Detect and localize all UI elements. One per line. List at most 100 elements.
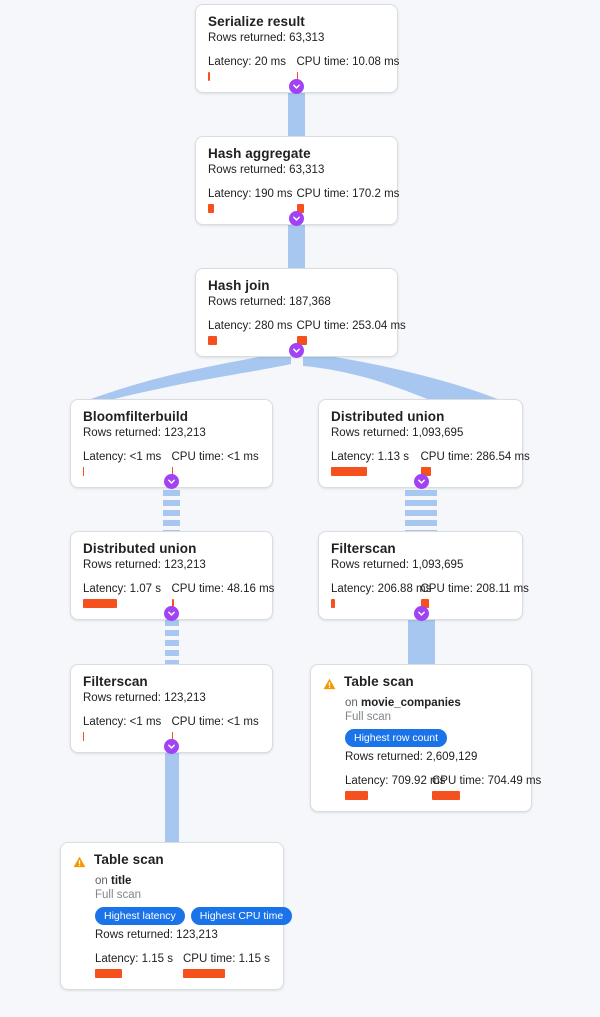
node-title: Hash aggregate <box>208 146 311 161</box>
latency-metric: Latency: 280 ms <box>208 319 297 345</box>
cpu-metric: CPU time: 286.54 ms <box>420 450 530 476</box>
plan-node-serialize-result[interactable]: Serialize result Rows returned: 63,313 L… <box>195 4 400 93</box>
node-details: on title Full scan Highest latency Highe… <box>73 874 293 978</box>
cpu-label: CPU time: 1.15 s <box>183 953 270 965</box>
latency-metric: Latency: <1 ms <box>83 715 172 741</box>
node-metrics: Latency: 1.15 s CPU time: 1.15 s <box>95 952 271 978</box>
plan-node-bloomfilterbuild[interactable]: Bloomfilterbuild Rows returned: 123,213 … <box>70 399 273 488</box>
table-name: title <box>111 875 132 887</box>
cpu-bar <box>171 467 173 476</box>
plan-node-table-scan-movie-companies[interactable]: Table scan on movie_companies Full scan … <box>310 664 542 812</box>
table-name: movie_companies <box>361 697 461 709</box>
cpu-metric: CPU time: 1.15 s <box>183 952 271 978</box>
chevron-down-icon <box>168 479 175 484</box>
chevron-down-icon <box>168 744 175 749</box>
node-header: Table scan <box>323 674 519 695</box>
latency-label: Latency: <1 ms <box>83 451 162 463</box>
node-metrics: Latency: 709.92 ms CPU time: 704.49 ms <box>345 774 542 800</box>
edge-hashjoin-to-distributedunion-fill <box>303 352 500 400</box>
node-title: Filterscan <box>83 674 148 689</box>
node-metrics: Latency: <1 ms CPU time: <1 ms <box>83 715 260 741</box>
node-header: Hash aggregate <box>208 146 385 162</box>
status-badge[interactable]: Highest row count <box>345 729 448 747</box>
cpu-label: CPU time: <1 ms <box>171 451 259 463</box>
collapse-toggle-filterscan-left[interactable] <box>164 739 179 754</box>
scan-type: Full scan <box>95 889 142 901</box>
rows-returned: Rows returned: 1,093,695 <box>331 559 464 571</box>
latency-metric: Latency: <1 ms <box>83 450 172 476</box>
chevron-down-icon <box>418 611 425 616</box>
collapse-toggle-distributed-union-left[interactable] <box>164 606 179 621</box>
node-header: Filterscan <box>331 541 510 557</box>
plan-node-distributed-union-left[interactable]: Distributed union Rows returned: 123,213… <box>70 531 275 620</box>
cpu-bar <box>420 599 429 608</box>
collapse-toggle-hash-join[interactable] <box>289 343 304 358</box>
cpu-label: CPU time: 48.16 ms <box>171 583 275 595</box>
cpu-bar <box>171 732 173 741</box>
cpu-bar <box>296 204 304 213</box>
node-title: Table scan <box>344 674 414 689</box>
chevron-down-icon <box>168 611 175 616</box>
collapse-toggle-bloomfilterbuild[interactable] <box>164 474 179 489</box>
cpu-label: CPU time: 10.08 ms <box>296 56 400 68</box>
rows-returned: Rows returned: 123,213 <box>83 559 206 571</box>
latency-metric: Latency: 1.13 s <box>331 450 421 476</box>
rows-returned: Rows returned: 63,313 <box>208 164 325 176</box>
collapse-toggle-distributed-union-right[interactable] <box>414 474 429 489</box>
latency-metric: Latency: 709.92 ms <box>345 774 446 800</box>
cpu-label: CPU time: 170.2 ms <box>296 188 400 200</box>
node-header: Serialize result <box>208 14 385 30</box>
node-metrics: Latency: 1.07 s CPU time: 48.16 ms <box>83 582 275 608</box>
latency-bar <box>95 969 123 978</box>
node-title: Distributed union <box>83 541 197 556</box>
warning-triangle-icon <box>73 855 86 873</box>
latency-label: Latency: 709.92 ms <box>345 775 446 787</box>
cpu-metric: CPU time: <1 ms <box>171 450 261 476</box>
node-title: Distributed union <box>331 409 445 424</box>
status-badge-cpu[interactable]: Highest CPU time <box>190 907 293 925</box>
chevron-down-icon <box>293 216 300 221</box>
node-metrics: Latency: 1.13 s CPU time: 286.54 ms <box>331 450 530 476</box>
plan-node-hash-aggregate[interactable]: Hash aggregate Rows returned: 63,313 Lat… <box>195 136 400 225</box>
collapse-toggle-hash-aggregate[interactable] <box>289 211 304 226</box>
table-reference: on title <box>95 874 271 888</box>
rows-returned: Rows returned: 1,093,695 <box>331 427 464 439</box>
cpu-metric: CPU time: 253.04 ms <box>296 319 406 345</box>
cpu-label: CPU time: <1 ms <box>171 716 259 728</box>
cpu-metric: CPU time: 208.11 ms <box>420 582 529 608</box>
cpu-label: CPU time: 704.49 ms <box>432 775 542 787</box>
node-header: Table scan <box>73 852 271 873</box>
cpu-bar <box>171 599 174 608</box>
latency-metric: Latency: 1.07 s <box>83 582 172 608</box>
node-title: Filterscan <box>331 541 396 556</box>
chevron-down-icon <box>293 84 300 89</box>
plan-node-filterscan-right[interactable]: Filterscan Rows returned: 1,093,695 Late… <box>318 531 529 620</box>
latency-bar <box>208 336 217 345</box>
rows-returned: Rows returned: 123,213 <box>83 692 206 704</box>
rows-returned: Rows returned: 63,313 <box>208 32 325 44</box>
status-badge-latency[interactable]: Highest latency <box>95 907 185 925</box>
node-title: Table scan <box>94 852 164 867</box>
cpu-metric: CPU time: <1 ms <box>171 715 261 741</box>
cpu-bar <box>296 72 299 81</box>
node-metrics: Latency: 190 ms CPU time: 170.2 ms <box>208 187 400 213</box>
edge-filterscan-to-tablescan-title <box>165 748 179 846</box>
cpu-metric: CPU time: 704.49 ms <box>432 774 542 800</box>
plan-node-table-scan-title[interactable]: Table scan on title Full scan Highest la… <box>60 842 293 990</box>
latency-bar <box>83 467 85 476</box>
cpu-label: CPU time: 208.11 ms <box>420 583 529 595</box>
chevron-down-icon <box>293 348 300 353</box>
collapse-toggle-serialize-result[interactable] <box>289 79 304 94</box>
edge-hashjoin-to-bloomfilterbuild <box>88 352 290 400</box>
node-header: Bloomfilterbuild <box>83 409 260 425</box>
cpu-bar <box>420 467 432 476</box>
node-title: Serialize result <box>208 14 305 29</box>
collapse-toggle-filterscan-right[interactable] <box>414 606 429 621</box>
latency-label: Latency: 1.15 s <box>95 953 173 965</box>
node-header: Filterscan <box>83 674 260 690</box>
latency-label: Latency: 1.07 s <box>83 583 161 595</box>
cpu-bar <box>432 791 460 800</box>
edge-bloomfilterbuild-to-distributedunion <box>163 484 180 534</box>
node-header: Distributed union <box>331 409 510 425</box>
